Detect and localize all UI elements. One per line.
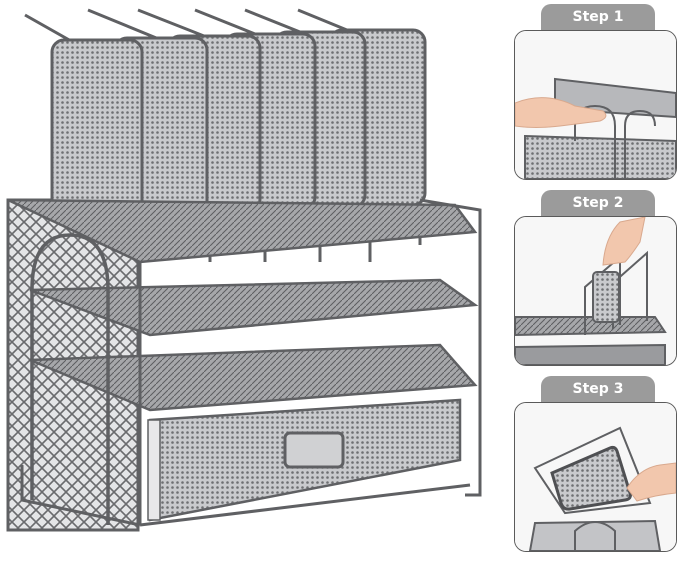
step-2-image [514, 216, 677, 366]
hand-pulling-tray-icon [515, 31, 676, 179]
product-image [6, 8, 482, 532]
step-3-image [514, 402, 677, 552]
desk-organizer-illustration [6, 8, 482, 532]
hand-inserting-divider-icon [515, 217, 676, 365]
step-1-label: Step 1 [541, 4, 655, 30]
step-1-image [514, 30, 677, 180]
hand-lifting-divider-icon [515, 403, 676, 551]
step-3-label: Step 3 [541, 376, 655, 402]
step-2-label: Step 2 [541, 190, 655, 216]
